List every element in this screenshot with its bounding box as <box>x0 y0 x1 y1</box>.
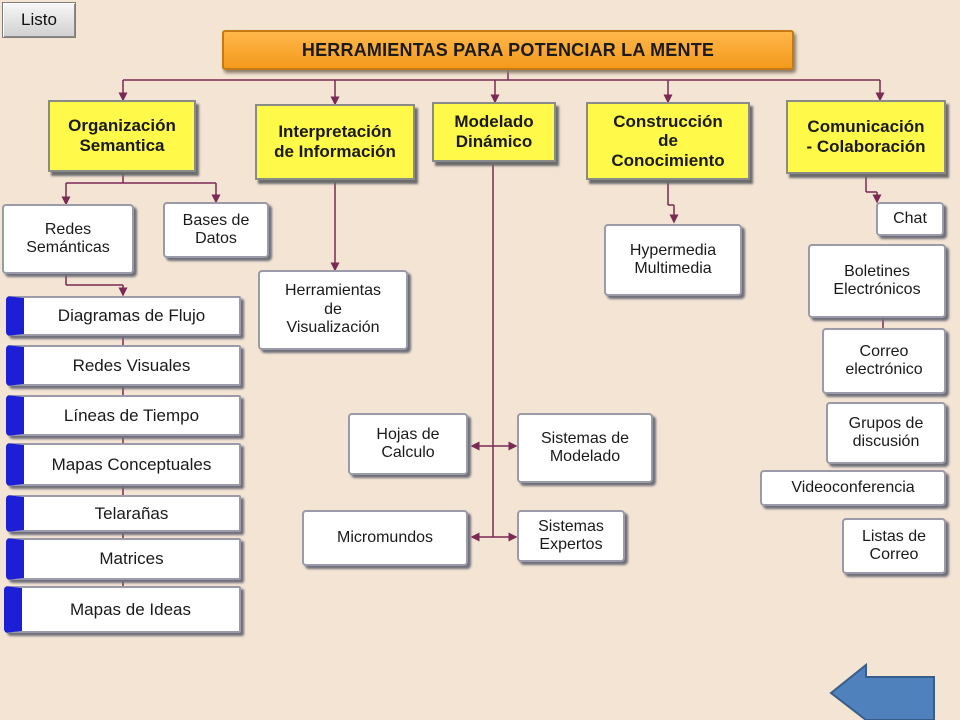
category-comunicacion: Comunicación - Colaboración <box>786 100 946 174</box>
category-organizacion: Organización Semantica <box>48 100 196 172</box>
node-sistemas-expertos: Sistemas Expertos <box>517 510 625 562</box>
list-item-mapas-de-ideas: Mapas de Ideas <box>4 586 241 633</box>
node-chat: Chat <box>876 202 944 236</box>
category-construccion: Construcción de Conocimiento <box>586 102 750 180</box>
category-interpretacion: Interpretación de Información <box>255 104 415 180</box>
list-item-lineas-de-tiempo: Líneas de Tiempo <box>6 395 241 436</box>
node-videoconferencia: Videoconferencia <box>760 470 946 506</box>
category-modelado: Modelado Dinámico <box>432 102 556 162</box>
node-bases-de-datos: Bases de Datos <box>163 202 269 258</box>
list-item-diagramas-de-flujo: Diagramas de Flujo <box>6 296 241 336</box>
node-listas-de-correo: Listas de Correo <box>842 518 946 574</box>
node-redes-semanticas: Redes Semánticas <box>2 204 134 274</box>
node-hypermedia-multimedia: Hypermedia Multimedia <box>604 224 742 296</box>
arrow-left-icon <box>829 662 935 720</box>
node-correo-electronico: Correo electrónico <box>822 328 946 394</box>
ready-button[interactable]: Listo <box>2 2 76 38</box>
node-sistemas-de-modelado: Sistemas de Modelado <box>517 413 653 483</box>
node-grupos-de-discusion: Grupos de discusión <box>826 402 946 464</box>
node-boletines-electronicos: Boletines Electrónicos <box>808 244 946 318</box>
diagram-title: HERRAMIENTAS PARA POTENCIAR LA MENTE <box>222 30 794 70</box>
list-item-matrices: Matrices <box>6 538 241 580</box>
list-item-telaranas: Telarañas <box>6 495 241 532</box>
node-herramientas-visualizacion: Herramientas de Visualización <box>258 270 408 350</box>
node-micromundos: Micromundos <box>302 510 468 566</box>
list-item-mapas-conceptuales: Mapas Conceptuales <box>6 443 241 486</box>
node-hojas-de-calculo: Hojas de Calculo <box>348 413 468 475</box>
list-item-redes-visuales: Redes Visuales <box>6 345 241 386</box>
back-button[interactable] <box>828 660 938 720</box>
